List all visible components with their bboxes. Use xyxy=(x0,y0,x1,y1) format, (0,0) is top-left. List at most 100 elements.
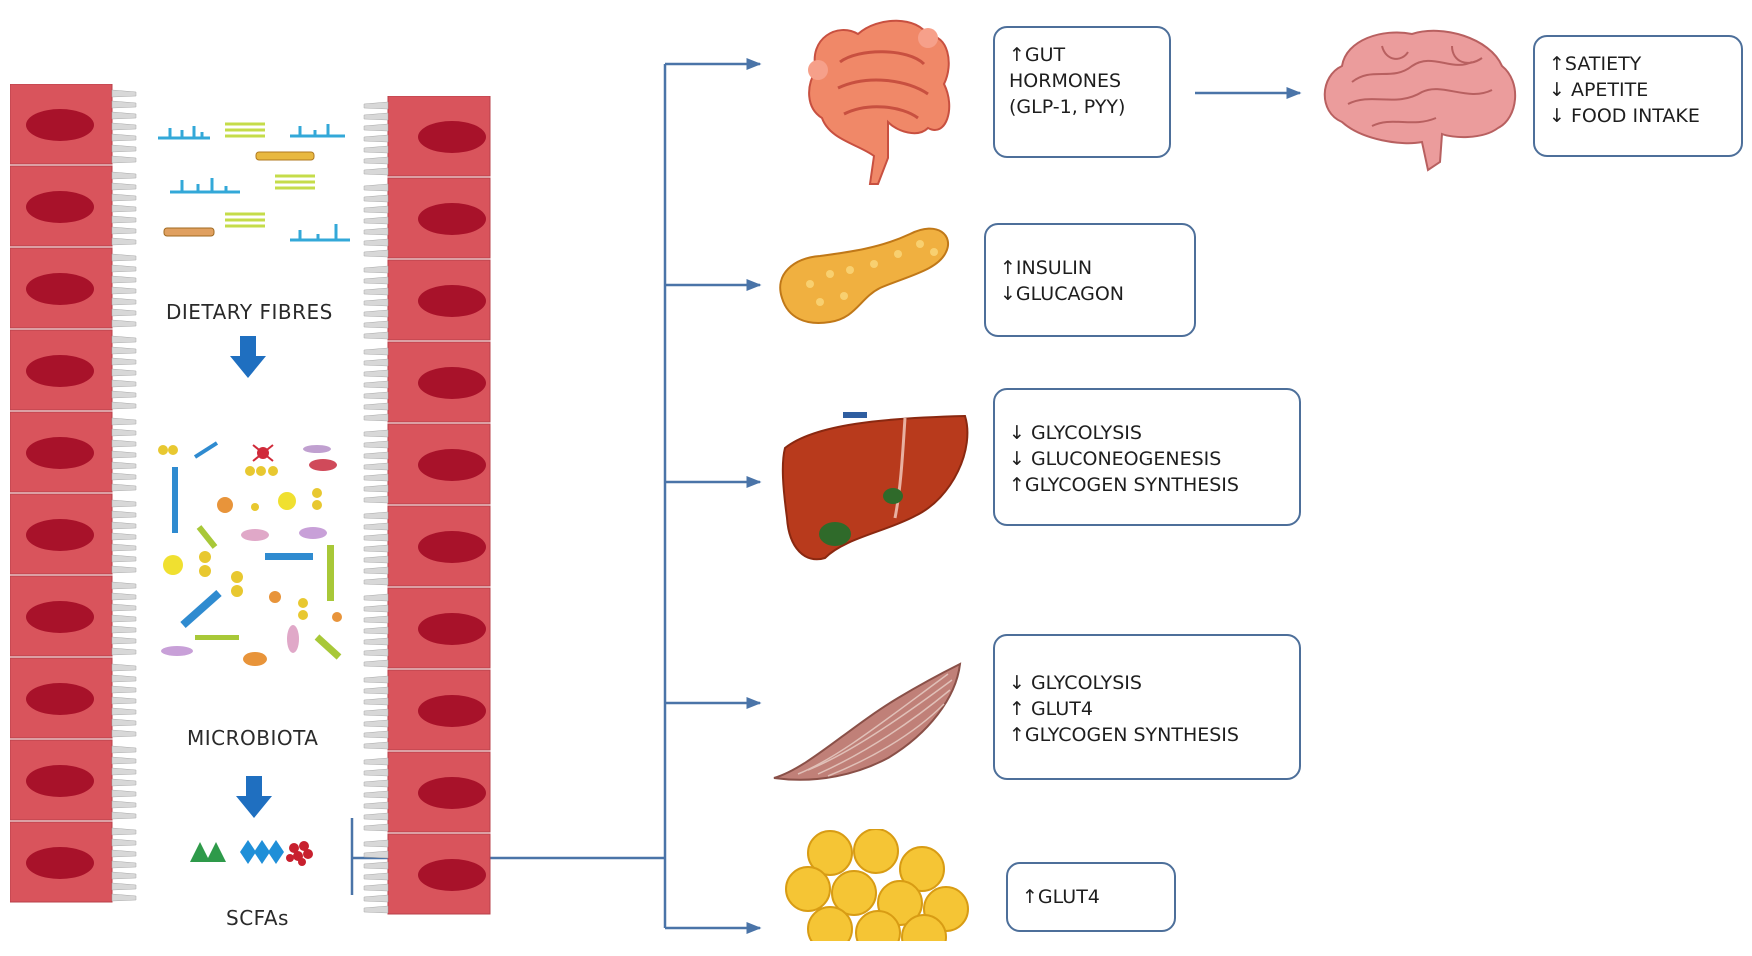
microvillus xyxy=(112,511,136,518)
microvillus xyxy=(364,414,388,421)
brain-icon xyxy=(1312,22,1522,172)
microvillus xyxy=(364,660,388,667)
effect-line: ↑ GLUT4 xyxy=(1009,696,1289,722)
microvillus xyxy=(364,709,388,716)
microvillus xyxy=(112,254,136,261)
microvillus xyxy=(112,473,136,480)
microvillus xyxy=(364,332,388,339)
microvillus xyxy=(112,686,136,693)
microvillus xyxy=(364,884,388,891)
microvillus xyxy=(364,102,388,109)
microvillus xyxy=(364,512,388,519)
adipose-effects-box: ↑GLUT4 xyxy=(1006,862,1176,932)
effect-line: ↓ FOOD INTAKE xyxy=(1549,103,1731,129)
microvillus xyxy=(112,358,136,365)
liver-effects-box: ↓ GLYCOLYSIS ↓ GLUCONEOGENESIS ↑GLYCOGEN… xyxy=(993,388,1301,526)
microvillus xyxy=(364,288,388,295)
pancreas-icon xyxy=(770,218,960,338)
effect-line: ↑GUT xyxy=(1009,42,1159,68)
microvillus xyxy=(112,757,136,764)
effect-line: ↓ APETITE xyxy=(1549,77,1731,103)
cell-nucleus xyxy=(418,695,486,727)
microvillus xyxy=(364,676,388,683)
microvillus xyxy=(112,440,136,447)
microvillus xyxy=(364,802,388,809)
liver-icon xyxy=(775,408,975,568)
microvillus xyxy=(364,239,388,246)
intestine-icon xyxy=(778,8,968,188)
microvillus xyxy=(112,484,136,491)
cell-nucleus xyxy=(418,285,486,317)
microvillus xyxy=(112,615,136,622)
cell-nucleus xyxy=(26,765,94,797)
cell-nucleus xyxy=(418,613,486,645)
microvillus xyxy=(112,533,136,540)
microvillus xyxy=(112,172,136,179)
microvillus xyxy=(112,839,136,846)
microvillus xyxy=(112,429,136,436)
effect-line: (GLP-1, PYY) xyxy=(1009,94,1159,120)
microvillus xyxy=(112,500,136,507)
microvillus xyxy=(112,369,136,376)
microvillus xyxy=(364,474,388,481)
microvillus xyxy=(364,840,388,847)
microvillus xyxy=(112,276,136,283)
cell-nucleus xyxy=(26,191,94,223)
microvillus xyxy=(364,567,388,574)
microvillus xyxy=(112,380,136,387)
down-arrow-icon xyxy=(234,776,274,820)
microvillus xyxy=(112,205,136,212)
microvillus xyxy=(112,123,136,130)
microvillus xyxy=(364,638,388,645)
microvillus xyxy=(112,216,136,223)
microvillus xyxy=(364,895,388,902)
adipose-tissue-icon xyxy=(782,829,972,941)
microvillus xyxy=(112,418,136,425)
microvillus xyxy=(364,496,388,503)
cell-nucleus xyxy=(418,777,486,809)
muscle-icon xyxy=(768,658,968,798)
microvillus xyxy=(112,522,136,529)
microvillus xyxy=(364,392,388,399)
intestinal-wall-left xyxy=(10,84,170,944)
cell-nucleus xyxy=(26,109,94,141)
microvillus xyxy=(364,578,388,585)
microvillus xyxy=(364,299,388,306)
microvillus xyxy=(112,347,136,354)
microvillus xyxy=(112,402,136,409)
microvillus xyxy=(364,157,388,164)
microvillus xyxy=(112,708,136,715)
microvillus xyxy=(364,206,388,213)
effect-line: ↓ GLYCOLYSIS xyxy=(1009,420,1289,446)
microvillus xyxy=(112,287,136,294)
scfa-molecules-icon xyxy=(188,832,318,868)
microvillus xyxy=(364,463,388,470)
effect-line: ↑GLYCOGEN SYNTHESIS xyxy=(1009,722,1289,748)
microvillus xyxy=(364,545,388,552)
gut-hormones-box: ↑GUT HORMONES (GLP-1, PYY) xyxy=(993,26,1171,158)
effect-line: ↑GLYCOGEN SYNTHESIS xyxy=(1009,472,1289,498)
microvillus xyxy=(112,675,136,682)
microvillus xyxy=(364,649,388,656)
microvillus xyxy=(112,544,136,551)
pancreas-effects-box: ↑INSULIN ↓GLUCAGON xyxy=(984,223,1196,337)
microvillus xyxy=(364,430,388,437)
cell-nucleus xyxy=(418,449,486,481)
cell-nucleus xyxy=(418,367,486,399)
microvillus xyxy=(364,687,388,694)
microvillus xyxy=(112,451,136,458)
microvillus xyxy=(364,594,388,601)
microvillus xyxy=(364,758,388,765)
microvillus xyxy=(112,593,136,600)
cell-nucleus xyxy=(26,519,94,551)
effect-line: ↑GLUT4 xyxy=(1022,884,1164,910)
intestinal-wall-right xyxy=(360,96,520,956)
microvillus xyxy=(112,719,136,726)
microvillus xyxy=(364,403,388,410)
microvillus xyxy=(364,452,388,459)
microvillus xyxy=(112,779,136,786)
microvillus xyxy=(112,768,136,775)
muscle-effects-box: ↓ GLYCOLYSIS ↑ GLUT4 ↑GLYCOGEN SYNTHESIS xyxy=(993,634,1301,780)
microvillus xyxy=(112,238,136,245)
